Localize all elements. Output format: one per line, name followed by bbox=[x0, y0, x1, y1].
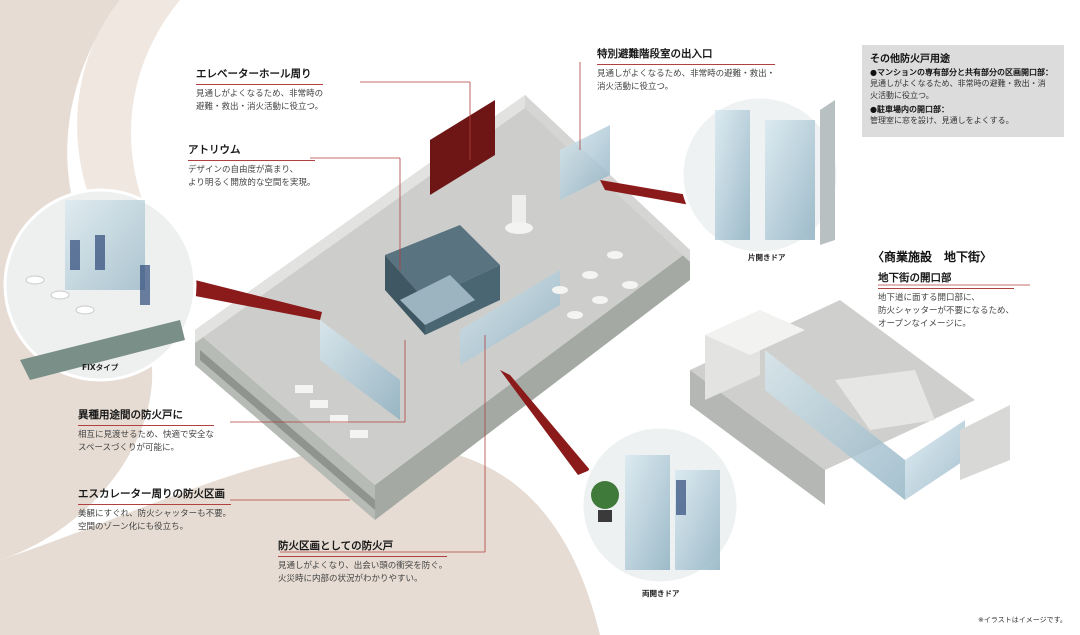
caption-single-door: 片開きドア bbox=[748, 253, 786, 262]
mall-glass-side bbox=[905, 420, 965, 500]
leader-single bbox=[600, 180, 690, 205]
callout-underground-opening-desc-2: 防火シャッターが不要になるため、 bbox=[878, 306, 1015, 316]
callout-atrium-desc-1: デザインの自由度が高まり、 bbox=[188, 165, 299, 175]
atrium-column-base bbox=[505, 222, 533, 234]
atrium-core bbox=[385, 225, 500, 300]
callout-mixed-use-desc-1: 相互に見渡せるため、快適で安全な bbox=[78, 430, 215, 440]
infobox-subtitle-2: ●駐車場内の開口部： bbox=[870, 105, 949, 114]
callout-mixed-use-title: 異種用途間の防火戸に bbox=[78, 407, 215, 426]
callout-underground-opening-desc-3: オープンなイメージに。 bbox=[878, 319, 971, 329]
text-leaders bbox=[230, 62, 1030, 553]
leader-fix bbox=[190, 280, 322, 320]
callout-atrium-title: アトリウム bbox=[188, 142, 316, 161]
caption-fix-type: FIXタイプ bbox=[82, 363, 119, 372]
callout-fire-door-desc-1: 見通しがよくなり、出会い頭の衝突を防ぐ。 bbox=[278, 561, 448, 571]
mall-glass-front bbox=[765, 350, 905, 500]
seating-desks bbox=[295, 385, 368, 438]
callout-fire-door: 防火区画としての防火戸 見通しがよくなり、出会い頭の衝突を防ぐ。 火災時に内部の… bbox=[278, 538, 448, 586]
escalator bbox=[400, 275, 475, 325]
atrium-column bbox=[512, 195, 526, 225]
callout-underground-opening-title: 地下街の開口部 bbox=[878, 270, 1015, 289]
callout-stair-entrance: 特別避難階段室の出入口 見通しがよくなるため、非常時の避難・救出・ 消火活動に役… bbox=[597, 46, 776, 94]
callout-elevator-hall-desc-2: 避難・救出・消火活動に役立つ。 bbox=[196, 102, 324, 112]
infobox-text-1a: 見通しがよくなるため、非常時の避難・救出・消 bbox=[870, 79, 1046, 88]
mall-box-top bbox=[705, 310, 805, 355]
leader-double bbox=[500, 370, 590, 475]
background-blob-bottom bbox=[0, 445, 600, 635]
detail-circle-fix bbox=[3, 188, 197, 382]
glass-partition-left bbox=[320, 320, 400, 420]
cafe-tables bbox=[552, 251, 638, 319]
caption-double-door: 両開きドア bbox=[642, 589, 680, 598]
callout-underground-opening: 地下街の開口部 地下道に面する開口部に、 防火シャッターが不要になるため、 オー… bbox=[878, 270, 1015, 331]
callout-mixed-use: 異種用途間の防火戸に 相互に見渡せるため、快適で安全な スペースづくりが可能に。 bbox=[78, 407, 215, 455]
callout-atrium: アトリウム デザインの自由度が高まり、 より明るく開放的な空間を実現。 bbox=[188, 142, 316, 190]
callout-underground-opening-desc-1: 地下道に面する開口部に、 bbox=[878, 293, 980, 303]
callout-stair-entrance-desc-2: 消火活動に役立つ。 bbox=[597, 82, 674, 92]
underground-mall-illustration bbox=[690, 300, 1010, 505]
mall-counter bbox=[835, 370, 935, 430]
infobox-text-2: 管理室に窓を設け、見通しをよくする。 bbox=[870, 116, 1014, 125]
callout-fire-door-title: 防火区画としての防火戸 bbox=[278, 538, 448, 557]
callout-escalator-title: エスカレーター周りの防火区画 bbox=[78, 486, 232, 505]
other-uses-infobox: その他防火戸用途 ●マンションの専有部分と共有部分の区画開口部： 見通しがよくな… bbox=[862, 45, 1064, 137]
callout-elevator-hall-title: エレベーターホール周り bbox=[196, 66, 324, 85]
callout-fire-door-desc-2: 火災時に内部の状況がわかりやすい。 bbox=[278, 574, 423, 584]
callout-mixed-use-desc-2: スペースづくりが可能に。 bbox=[78, 443, 179, 453]
elevator-hall-red-wall bbox=[430, 100, 495, 195]
callout-elevator-hall-desc-1: 見通しがよくなるため、非常時の bbox=[196, 89, 324, 99]
detail-circle-single-door bbox=[680, 95, 840, 255]
callout-atrium-desc-2: より明るく開放的な空間を実現。 bbox=[188, 178, 316, 188]
building-lower-band bbox=[200, 350, 375, 510]
callout-leaders bbox=[190, 180, 690, 475]
section-title-commercial: 〈商業施設 地下街〉 bbox=[872, 250, 993, 264]
mall-stairs bbox=[960, 405, 1010, 480]
callout-escalator-desc-1: 美観にすぐれ、防火シャッターも不要。 bbox=[78, 509, 232, 519]
background-blob-arc bbox=[77, 0, 180, 240]
detail-circle-double-door bbox=[580, 425, 740, 585]
glass-partition-stair bbox=[560, 125, 610, 200]
infobox-title: その他防火戸用途 bbox=[870, 54, 950, 65]
infobox-subtitle-1: ●マンションの専有部分と共有部分の区画開口部： bbox=[870, 68, 1053, 77]
callout-escalator-desc-2: 空間のゾーン化にも役立ち。 bbox=[78, 522, 189, 532]
footnote: ※イラストはイメージです。 bbox=[978, 616, 1067, 624]
callout-stair-entrance-desc-1: 見通しがよくなるため、非常時の避難・救出・ bbox=[597, 69, 776, 79]
infobox-text-1b: 火活動に役立つ。 bbox=[870, 91, 934, 100]
callout-escalator: エスカレーター周りの防火区画 美観にすぐれ、防火シャッターも不要。 空間のゾーン… bbox=[78, 486, 232, 534]
building-base-right bbox=[375, 250, 690, 520]
main-building-illustration bbox=[195, 95, 690, 520]
building-outer-wall-right bbox=[525, 95, 690, 262]
callout-elevator-hall: エレベーターホール周り 見通しがよくなるため、非常時の 避難・救出・消火活動に役… bbox=[196, 66, 324, 114]
mall-front-wall bbox=[690, 370, 825, 505]
callout-stair-entrance-title: 特別避難階段室の出入口 bbox=[597, 46, 776, 65]
